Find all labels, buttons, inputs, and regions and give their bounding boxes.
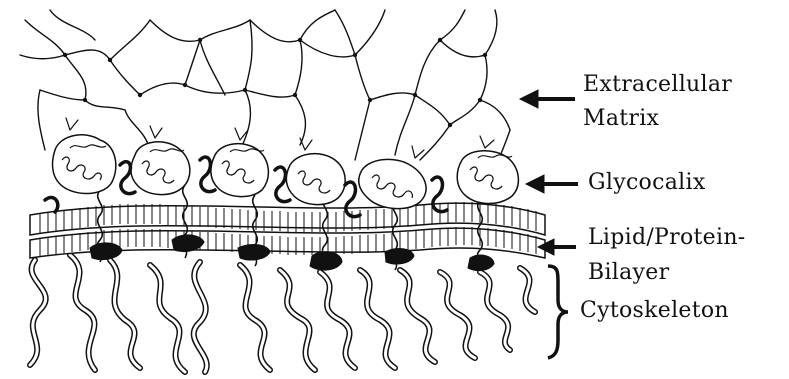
label-cytoskeleton: Cytoskeleton bbox=[580, 298, 729, 324]
label-glycocalix: Glycocalix bbox=[588, 170, 706, 196]
cytoskeleton-filaments bbox=[30, 255, 535, 372]
label-extracellular: Extracellular bbox=[583, 72, 732, 98]
arrow-extracellular-matrix bbox=[520, 90, 575, 108]
arrow-glycocalix bbox=[526, 175, 578, 193]
glycocalix-branch-tips bbox=[66, 118, 494, 158]
label-bilayer: Bilayer bbox=[588, 260, 669, 286]
cytoskeleton-brace bbox=[548, 266, 568, 358]
label-matrix: Matrix bbox=[583, 106, 659, 132]
label-lipid-protein: Lipid/Protein- bbox=[588, 225, 746, 251]
